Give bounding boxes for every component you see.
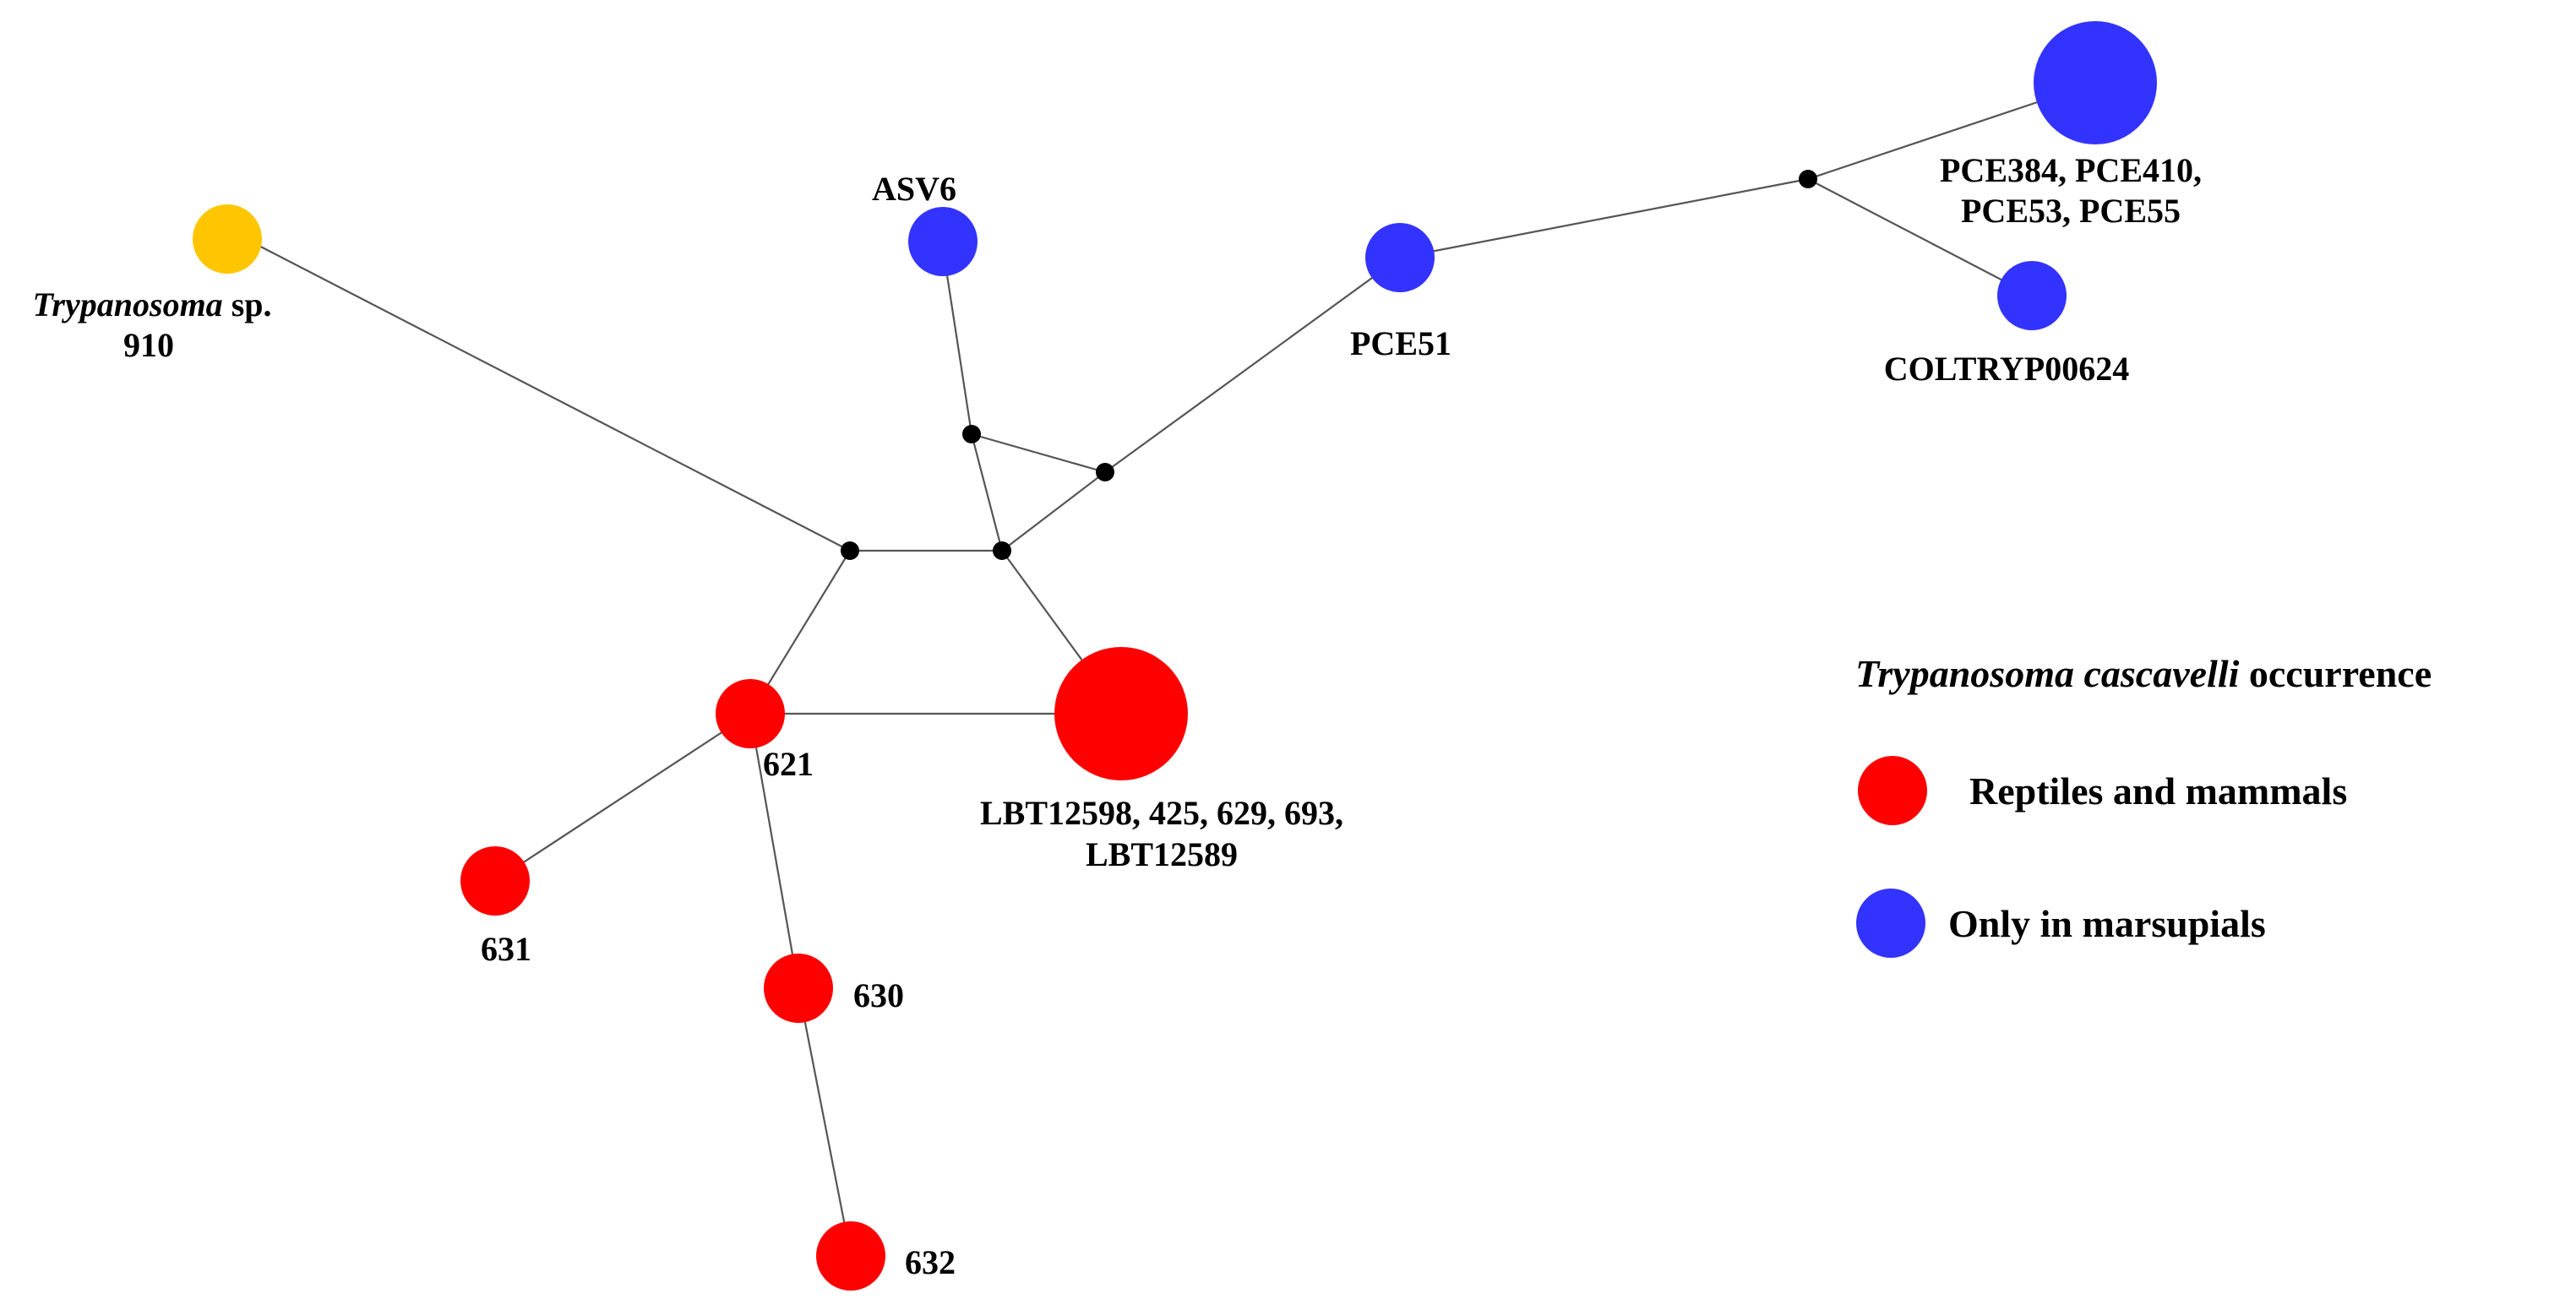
node-trypanosoma-sp-910 (193, 204, 262, 274)
node-asv6 (908, 207, 978, 276)
label-asv6: ASV6 (872, 170, 956, 208)
label-pce51: PCE51 (1350, 324, 1451, 362)
label-trypanosoma-italic: Trypanosoma (32, 285, 222, 323)
node-labels: Trypanosoma sp. 910 ASV6 PCE51 PCE384, P… (32, 151, 2202, 1281)
label-631: 631 (481, 930, 531, 968)
node-621 (716, 679, 785, 748)
median-vector-node (962, 425, 981, 443)
label-630: 630 (853, 976, 904, 1014)
legend: Trypanosoma cascavelli occurrence Reptil… (1855, 652, 2432, 958)
legend-swatch-marsupials (1856, 889, 1925, 958)
label-trypanosoma-sp-910: Trypanosoma sp. (32, 285, 271, 323)
median-vector-node (993, 541, 1011, 560)
median-vector-node (1096, 463, 1114, 481)
node-pce51 (1365, 223, 1435, 292)
node-coltryp00624 (1997, 261, 2067, 330)
haplotype-nodes (193, 21, 2157, 1291)
edge-630-632 (797, 987, 852, 1257)
node-631 (460, 846, 530, 916)
node-630 (764, 954, 833, 1023)
node-pce-group (2034, 21, 2157, 144)
edge-mv3-mv4 (1001, 471, 1106, 552)
label-632: 632 (905, 1243, 956, 1281)
legend-title-italic: Trypanosoma cascavelli (1855, 652, 2240, 695)
legend-label-reptiles-mammals: Reptiles and mammals (1969, 769, 2347, 813)
edge-621-630 (749, 713, 800, 989)
label-pce-group-line2: PCE53, PCE55 (1961, 192, 2181, 230)
label-coltryp00624: COLTRYP00624 (1884, 350, 2130, 388)
label-pce-group-line1: PCE384, PCE410, (1940, 151, 2202, 189)
edge-mv2-mv3 (971, 432, 1106, 474)
edge-pce51-mv5 (1399, 177, 1809, 259)
label-lbt-group-line1: LBT12598, 425, 629, 693, (980, 794, 1343, 832)
edge-910-mv1 (248, 240, 851, 552)
edge-621-631 (494, 713, 751, 882)
label-910: 910 (123, 326, 174, 364)
median-vectors (841, 170, 1817, 560)
edge-mv2-mv4 (970, 433, 1004, 552)
node-632 (816, 1221, 885, 1291)
legend-swatch-reptiles-mammals (1858, 756, 1927, 825)
edge-mv5-coltryp (1807, 178, 2033, 296)
legend-title: Trypanosoma cascavelli occurrence (1855, 652, 2432, 695)
network-edges (248, 81, 2096, 1257)
label-trypanosoma-sp: sp. (223, 285, 272, 323)
median-vector-node (841, 541, 859, 560)
legend-label-marsupials: Only in marsupials (1948, 902, 2266, 945)
node-lbt-group (1054, 647, 1188, 780)
median-vector-node (1799, 170, 1817, 188)
label-lbt-group-line2: LBT12589 (1086, 835, 1238, 873)
label-621: 621 (763, 745, 814, 783)
legend-title-rest: occurrence (2239, 652, 2432, 695)
edge-mv3-pce51 (1104, 257, 1401, 473)
